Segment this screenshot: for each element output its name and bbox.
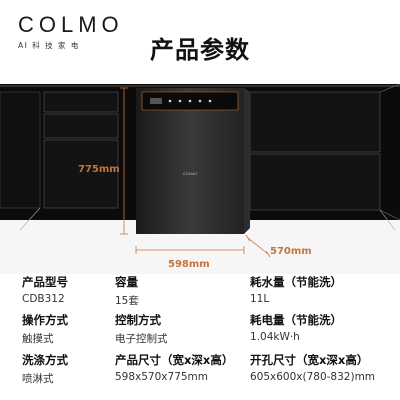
spec-label: 耗电量（节能洗） xyxy=(250,313,342,327)
spec-label: 容量 xyxy=(115,275,138,289)
spec-control: 控制方式 电子控制式 xyxy=(115,312,168,346)
brand-logo: COLMO AI 科 技 家 电 xyxy=(18,12,124,51)
spec-value: 电子控制式 xyxy=(115,333,168,345)
dimension-depth xyxy=(245,234,271,258)
spec-operation: 操作方式 触摸式 xyxy=(22,312,68,346)
spec-product-size: 产品尺寸（宽x深x高） 598x570x775mm xyxy=(115,352,233,383)
spec-label: 操作方式 xyxy=(22,313,68,327)
spec-value: 605x600x(780-832)mm xyxy=(250,371,376,383)
dishwasher-illustration: COLMO xyxy=(136,88,250,234)
spec-label: 控制方式 xyxy=(115,313,161,327)
spec-value: 1.04kW·h xyxy=(250,331,300,343)
brand-tagline: AI 科 技 家 电 xyxy=(18,41,80,50)
dimension-height xyxy=(120,87,128,235)
spec-model: 产品型号 CDB312 xyxy=(22,274,68,305)
width-label: 598mm xyxy=(168,259,210,270)
depth-label: 570mm xyxy=(270,246,312,257)
appliance-logo: COLMO xyxy=(183,171,198,176)
spec-value: 598x570x775mm xyxy=(115,371,209,383)
spec-label: 产品型号 xyxy=(22,275,68,289)
spec-label: 耗水量（节能洗） xyxy=(250,275,342,289)
spec-value: 触摸式 xyxy=(22,333,54,345)
spec-cutout-size: 开孔尺寸（宽x深x高） 605x600x(780-832)mm xyxy=(250,352,375,383)
spec-value: 15套 xyxy=(115,295,139,307)
dimension-width xyxy=(135,246,245,254)
spec-capacity: 容量 15套 xyxy=(115,274,139,308)
page-title: 产品参数 xyxy=(150,36,250,64)
spec-label: 洗涤方式 xyxy=(22,353,68,367)
kitchen-cabinets xyxy=(0,83,400,274)
spec-value: 11L xyxy=(250,293,270,305)
height-label: 775mm xyxy=(78,164,120,175)
brand-name: COLMO xyxy=(18,12,124,37)
product-scene: COLMO 775mm 598mm 570mm xyxy=(0,83,400,274)
spec-wash-method: 洗涤方式 喷淋式 xyxy=(22,352,68,386)
spec-power-usage: 耗电量（节能洗） 1.04kW·h xyxy=(250,312,342,343)
spec-value: CDB312 xyxy=(22,293,65,305)
spec-table: 产品型号 CDB312 容量 15套 耗水量（节能洗） 11L 操作方式 触摸式… xyxy=(0,270,400,400)
spec-water-usage: 耗水量（节能洗） 11L xyxy=(250,274,342,305)
spec-label: 开孔尺寸（宽x深x高） xyxy=(250,353,369,367)
spec-label: 产品尺寸（宽x深x高） xyxy=(115,353,234,367)
spec-value: 喷淋式 xyxy=(22,373,54,385)
